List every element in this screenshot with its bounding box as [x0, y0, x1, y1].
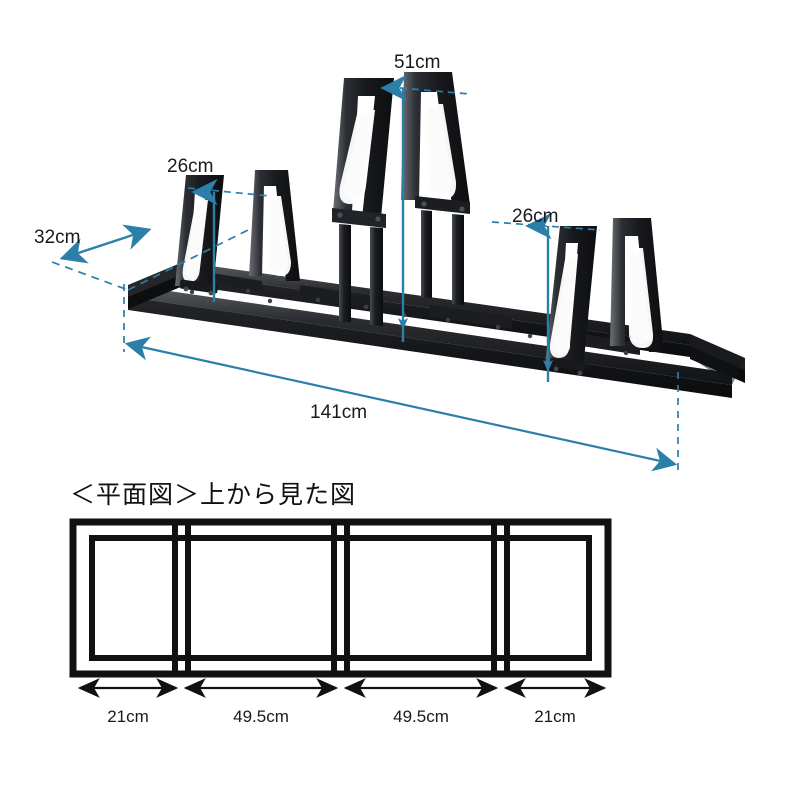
frame-left-end — [128, 262, 183, 309]
hoop-center-front — [332, 78, 394, 326]
hoop-center-back — [401, 72, 470, 305]
dimension-annotations — [51, 74, 679, 472]
plan-divider-right — [491, 522, 510, 674]
dim-51cm — [380, 74, 471, 342]
plan-outer-frame — [69, 518, 612, 678]
label-26cm-right: 26cm — [512, 206, 558, 227]
plan-inner-frame — [89, 535, 592, 661]
label-141cm: 141cm — [310, 402, 367, 423]
dim-141cm — [123, 284, 679, 472]
label-32cm: 32cm — [34, 227, 80, 248]
label-51cm: 51cm — [394, 52, 440, 73]
label-26cm-left: 26cm — [167, 156, 213, 177]
plan-label-21cm-left: 21cm — [107, 707, 149, 726]
plan-label-21cm-right: 21cm — [534, 707, 576, 726]
plan-label-49-5cm-right: 49.5cm — [393, 707, 449, 726]
dimension-labels: 32cm 26cm 51cm 26cm 141cm — [34, 52, 558, 423]
frame-right-end — [690, 334, 745, 385]
dim-32cm — [51, 224, 253, 291]
dim-26cm-left — [187, 178, 271, 302]
plan-label-49-5cm-left: 49.5cm — [233, 707, 289, 726]
plan-dimension-labels: 21cm 49.5cm 49.5cm 21cm — [107, 707, 576, 726]
plan-view-heading: ＜平面図＞上から見た図 — [70, 480, 356, 509]
plan-view — [69, 518, 612, 678]
hoop-left-back — [249, 170, 300, 281]
plan-divider-left — [172, 522, 191, 674]
plan-divider-center — [331, 522, 350, 674]
hoop-left-bolts — [183, 286, 214, 296]
hoop-right-back — [610, 218, 664, 352]
hoop-center-bolts — [337, 201, 465, 222]
